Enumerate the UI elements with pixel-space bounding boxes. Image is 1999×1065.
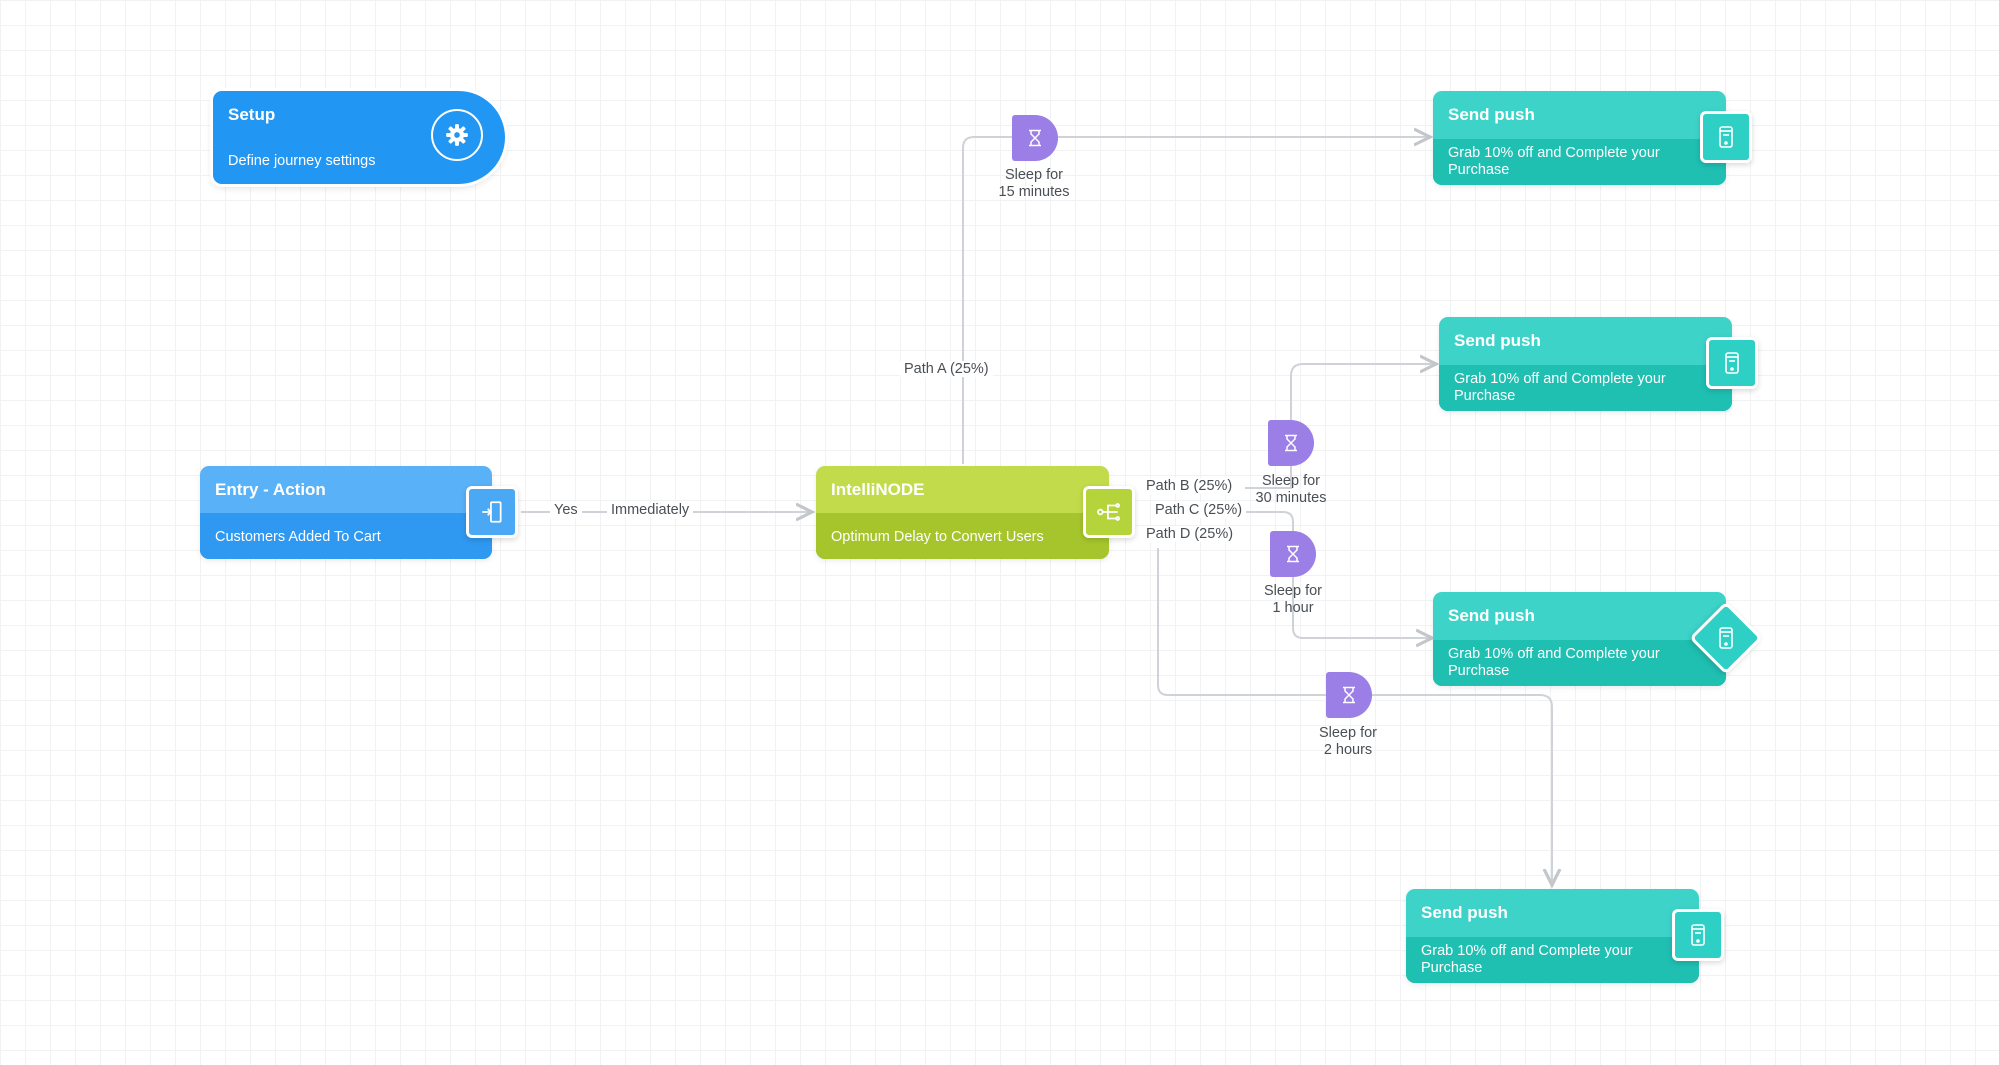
- hourglass-icon: [1287, 545, 1299, 563]
- sleep-node-a[interactable]: [1012, 115, 1058, 161]
- send-push-node-4[interactable]: Send push Grab 10% off and Complete your…: [1406, 889, 1699, 983]
- path-d-label: Path D (25%): [1142, 526, 1238, 542]
- push-title: Send push: [1448, 606, 1535, 625]
- entry-icon[interactable]: [466, 486, 518, 538]
- path-a-label: Path A (25%): [900, 361, 993, 377]
- mobile-icon[interactable]: [1700, 111, 1752, 163]
- setup-subtitle: Define journey settings: [228, 153, 376, 169]
- push-subtitle: Grab 10% off and Complete your Purchase: [1448, 646, 1660, 679]
- send-push-node-2[interactable]: Send push Grab 10% off and Complete your…: [1439, 317, 1732, 411]
- connector-path-b: [1245, 465, 1292, 489]
- push-subtitle: Grab 10% off and Complete your Purchase: [1454, 371, 1666, 404]
- intellinode-node[interactable]: IntelliNODE Optimum Delay to Convert Use…: [816, 466, 1109, 559]
- connector-sleep-c-push: [1292, 577, 1432, 638]
- sleep-node-b[interactable]: [1268, 420, 1314, 466]
- send-push-node-1[interactable]: Send push Grab 10% off and Complete your…: [1433, 91, 1726, 185]
- connector-path-d: [1157, 548, 1326, 696]
- intellinode-title: IntelliNODE: [831, 480, 925, 499]
- mobile-icon[interactable]: [1672, 909, 1724, 961]
- entry-title: Entry - Action: [215, 480, 326, 499]
- intellinode-subtitle: Optimum Delay to Convert Users: [831, 529, 1044, 545]
- edge-label-immediately: Immediately: [607, 502, 694, 518]
- edge-label-yes: Yes: [550, 502, 582, 518]
- setup-node[interactable]: Setup Define journey settings: [213, 91, 505, 184]
- push-subtitle: Grab 10% off and Complete your Purchase: [1448, 145, 1660, 178]
- send-push-node-3[interactable]: Send push Grab 10% off and Complete your…: [1433, 592, 1726, 686]
- connector-sleep-d-push: [1372, 694, 1552, 885]
- path-c-label: Path C (25%): [1151, 502, 1247, 518]
- connector-sleep-b-push: [1290, 364, 1436, 420]
- mobile-icon[interactable]: [1706, 337, 1758, 389]
- split-icon[interactable]: [1083, 486, 1135, 538]
- sleep-node-d[interactable]: [1326, 672, 1372, 718]
- sleep-label-d: Sleep for 2 hours: [1318, 725, 1378, 758]
- connector-path-c: [1245, 511, 1294, 531]
- push-title: Send push: [1448, 105, 1535, 124]
- sleep-label-a: Sleep for 15 minutes: [998, 167, 1070, 200]
- entry-node[interactable]: Entry - Action Customers Added To Cart: [200, 466, 492, 559]
- hourglass-icon: [1343, 686, 1355, 704]
- gear-icon[interactable]: [431, 109, 483, 161]
- setup-title: Setup: [228, 105, 276, 124]
- push-title: Send push: [1454, 331, 1541, 350]
- push-title: Send push: [1421, 903, 1508, 922]
- hourglass-icon: [1029, 129, 1041, 147]
- connector-path-a: [962, 136, 1012, 464]
- sleep-label-b: Sleep for 30 minutes: [1255, 473, 1327, 506]
- mobile-icon[interactable]: [1689, 601, 1763, 675]
- push-subtitle: Grab 10% off and Complete your Purchase: [1421, 943, 1633, 976]
- sleep-node-c[interactable]: [1270, 531, 1316, 577]
- sleep-label-c: Sleep for 1 hour: [1263, 583, 1323, 616]
- path-b-label: Path B (25%): [1142, 478, 1237, 494]
- entry-subtitle: Customers Added To Cart: [215, 529, 381, 545]
- hourglass-icon: [1285, 434, 1297, 452]
